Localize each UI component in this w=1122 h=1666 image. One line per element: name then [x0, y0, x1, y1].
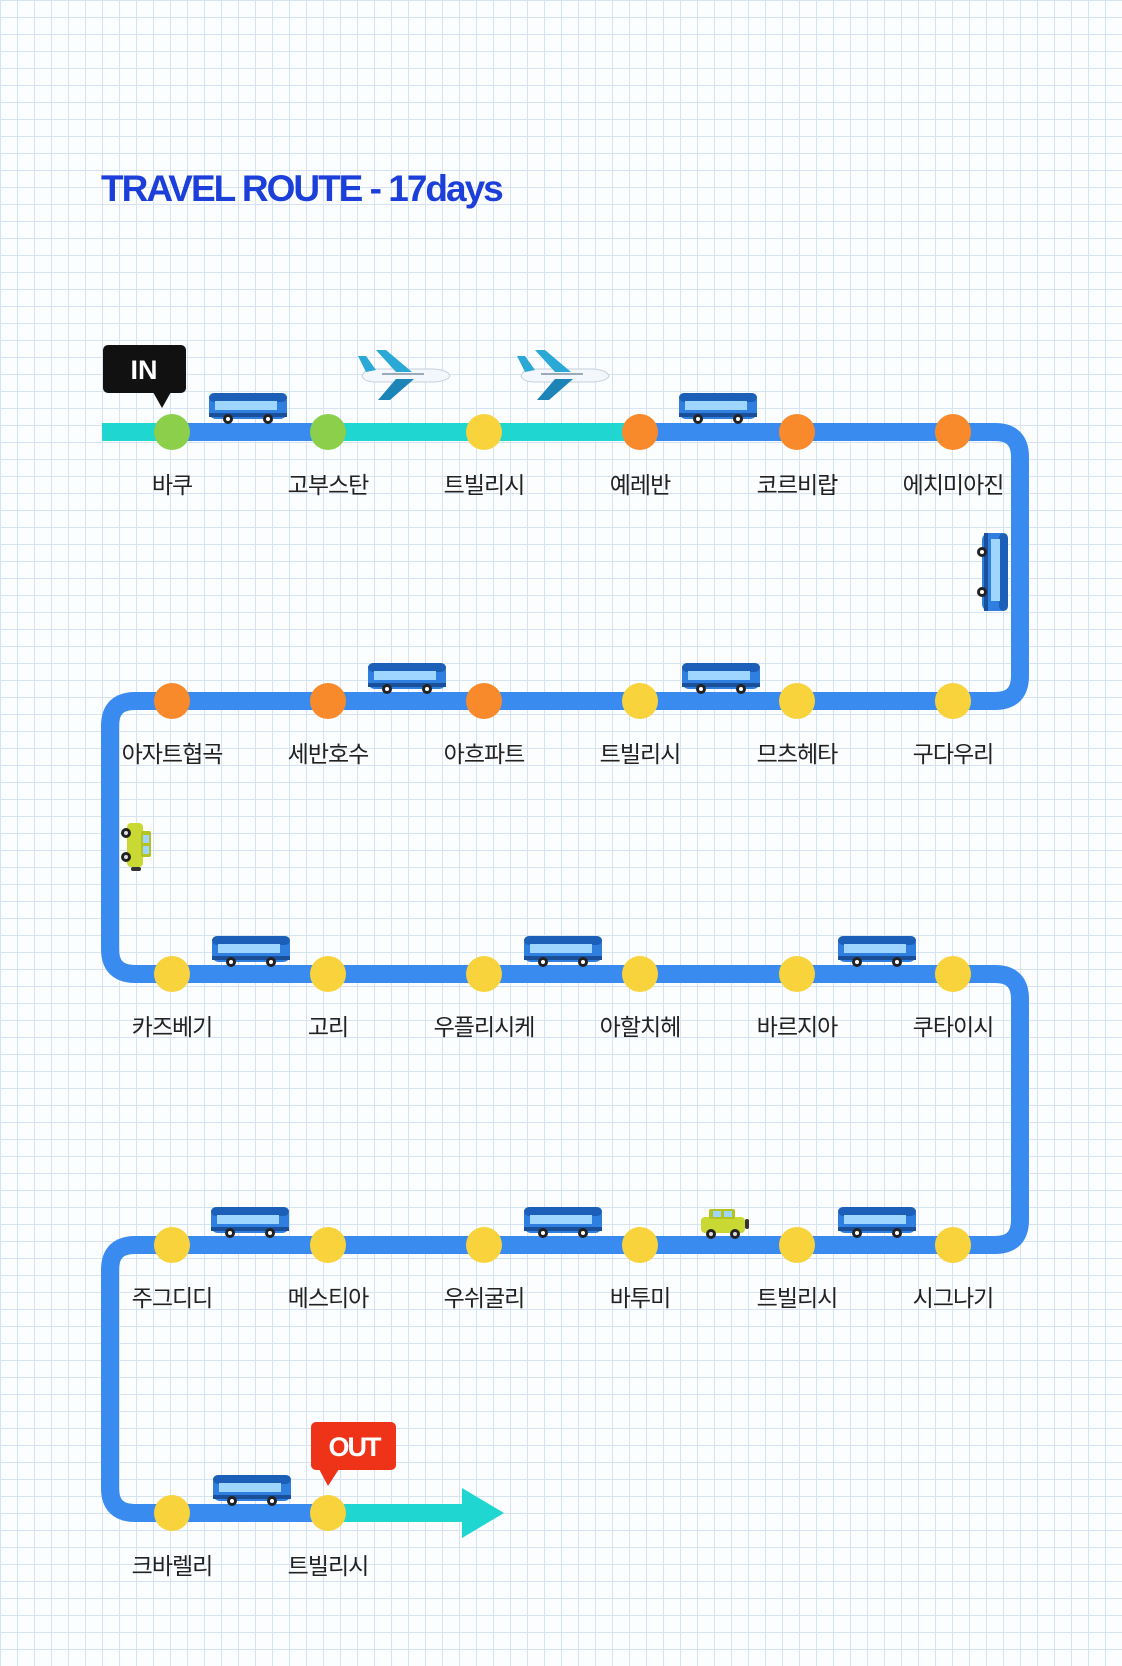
stop-label: 세반호수 [287, 742, 370, 768]
airplane-icon [357, 349, 451, 401]
stop-marker [935, 1227, 971, 1263]
stop-marker [779, 414, 815, 450]
bus-icon [209, 393, 287, 424]
stop-label: 고부스탄 [287, 473, 370, 499]
stop-label: 시그나기 [912, 1286, 995, 1312]
stop-label: 예레반 [609, 473, 671, 499]
stop-label: 크바렐리 [131, 1554, 214, 1580]
stop-label: 코르비랍 [756, 473, 839, 499]
stop-marker [154, 414, 190, 450]
stop-label: 구다우리 [912, 742, 995, 768]
stop-marker [466, 956, 502, 992]
in-marker: IN [103, 345, 186, 408]
stop-marker [622, 1227, 658, 1263]
stop-label: 아할치헤 [599, 1015, 682, 1041]
stop-marker [310, 956, 346, 992]
stop-label: 우플리시케 [433, 1015, 536, 1041]
stop-label: 메스티아 [287, 1286, 370, 1312]
stop-marker [779, 956, 815, 992]
stop-marker [310, 1495, 346, 1531]
bus-icon [524, 1207, 602, 1238]
bus-icon [838, 1207, 916, 1238]
stop-marker [310, 414, 346, 450]
stop-marker [310, 1227, 346, 1263]
stop-marker [779, 1227, 815, 1263]
bus-icon [211, 1207, 289, 1238]
stop-marker [935, 683, 971, 719]
in-label: IN [131, 355, 158, 385]
stop-marker [935, 956, 971, 992]
route-line [101, 423, 1029, 1522]
stop-marker [154, 683, 190, 719]
stop-label: 트빌리시 [443, 473, 526, 499]
stop-label: 쿠타이시 [912, 1015, 995, 1041]
stop-label: 아자트협곡 [121, 742, 224, 768]
stop-marker [154, 1227, 190, 1263]
stop-marker [622, 414, 658, 450]
bus-icon [524, 936, 602, 967]
stop-label: 아흐파트 [443, 742, 526, 768]
out-marker: OUT [311, 1422, 396, 1486]
stop-label: 바투미 [609, 1286, 671, 1312]
stop-label: 트빌리시 [287, 1554, 370, 1580]
airplane-icon [516, 349, 610, 401]
bus-icon [212, 936, 290, 967]
stop-marker [154, 956, 190, 992]
page-title: TRAVEL ROUTE - 17days [101, 168, 504, 209]
bus-icon [682, 663, 760, 694]
bus-icon [838, 936, 916, 967]
stop-label: 카즈베기 [131, 1015, 214, 1041]
stop-label: 바르지아 [756, 1015, 839, 1041]
stop-label: 우쉬굴리 [443, 1286, 526, 1312]
stop-label: 바쿠 [151, 473, 193, 499]
jeep-icon [121, 823, 151, 871]
stop-marker [466, 1227, 502, 1263]
stop-label: 에치미아진 [902, 473, 1005, 499]
stop-label: 고리 [307, 1015, 349, 1041]
stop-label: 주그디디 [131, 1286, 214, 1312]
stop-marker [310, 683, 346, 719]
stop-marker [622, 956, 658, 992]
out-label: OUT [329, 1432, 383, 1462]
bus-icon [368, 663, 446, 694]
bus-icon [679, 393, 757, 424]
bus-icon [213, 1475, 291, 1506]
stop-marker [622, 683, 658, 719]
stop-marker [466, 683, 502, 719]
stop-label: 트빌리시 [599, 742, 682, 768]
jeep-icon [701, 1209, 749, 1239]
stop-marker [779, 683, 815, 719]
stop-label: 므츠헤타 [756, 742, 839, 768]
exit-arrow-icon [462, 1488, 504, 1538]
bus-icon [977, 533, 1008, 611]
stop-marker [935, 414, 971, 450]
stop-marker [154, 1495, 190, 1531]
stop-label: 트빌리시 [756, 1286, 839, 1312]
stop-marker [466, 414, 502, 450]
